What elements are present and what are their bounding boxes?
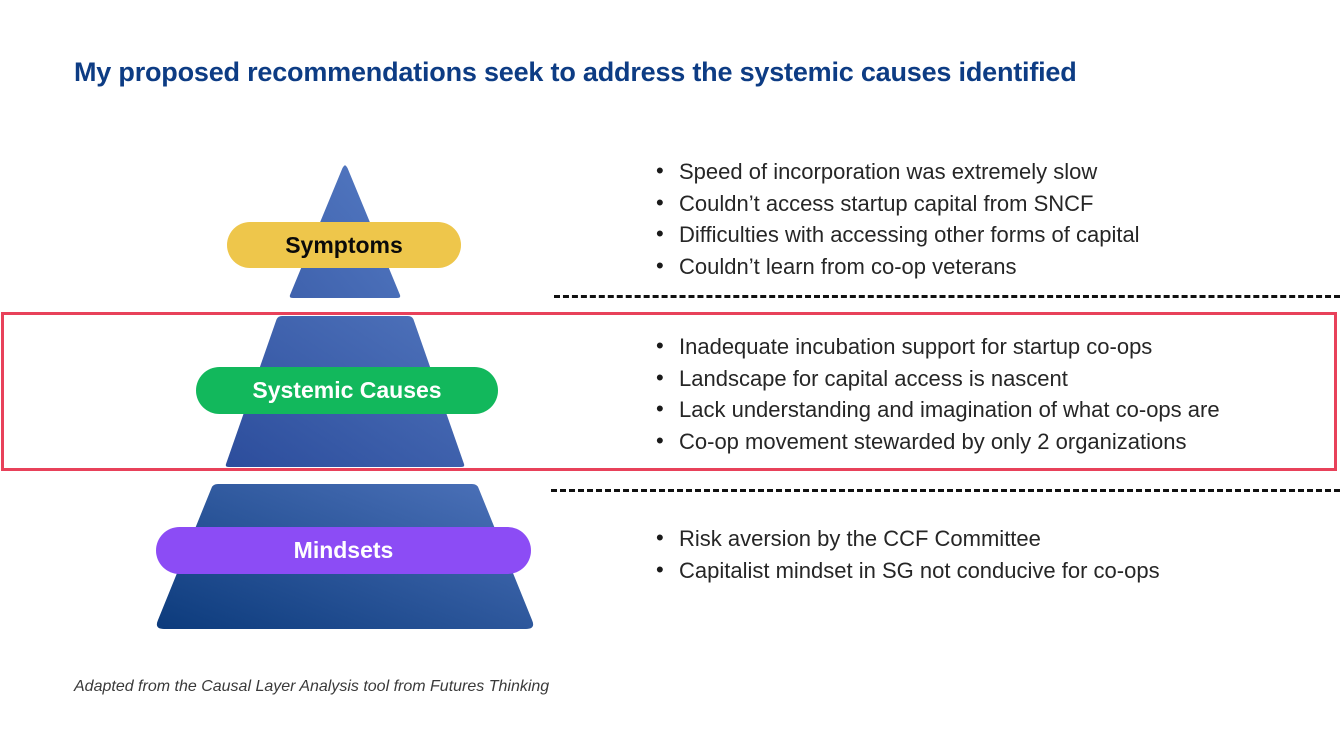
page-title: My proposed recommendations seek to addr… bbox=[74, 57, 1077, 87]
list-item: Inadequate incubation support for startu… bbox=[648, 330, 1220, 363]
pyramid-label-mindsets[interactable]: Mindsets bbox=[156, 527, 531, 574]
dashed-separator-upper bbox=[554, 295, 1340, 298]
source-note: Adapted from the Causal Layer Analysis t… bbox=[74, 678, 550, 695]
list-item: Landscape for capital access is nascent bbox=[648, 362, 1220, 395]
bullet-list-systemic-causes: Inadequate incubation support for startu… bbox=[648, 330, 1220, 458]
pyramid-label-systemic-causes[interactable]: Systemic Causes bbox=[196, 367, 498, 414]
bullet-list-symptoms: Speed of incorporation was extremely slo… bbox=[648, 155, 1140, 283]
list-item: Couldn’t learn from co-op veterans bbox=[648, 250, 1140, 283]
list-item: Risk aversion by the CCF Committee bbox=[648, 522, 1160, 555]
list-item: Co-op movement stewarded by only 2 organ… bbox=[648, 425, 1220, 458]
list-item: Lack understanding and imagination of wh… bbox=[648, 393, 1220, 426]
bullet-list-mindsets: Risk aversion by the CCF Committee Capit… bbox=[648, 522, 1160, 587]
list-item: Speed of incorporation was extremely slo… bbox=[648, 155, 1140, 188]
pyramid-label-symptoms[interactable]: Symptoms bbox=[227, 222, 461, 268]
list-item: Couldn’t access startup capital from SNC… bbox=[648, 187, 1140, 220]
list-item: Difficulties with accessing other forms … bbox=[648, 218, 1140, 251]
list-item: Capitalist mindset in SG not conducive f… bbox=[648, 554, 1160, 587]
dashed-separator-lower bbox=[551, 489, 1340, 492]
